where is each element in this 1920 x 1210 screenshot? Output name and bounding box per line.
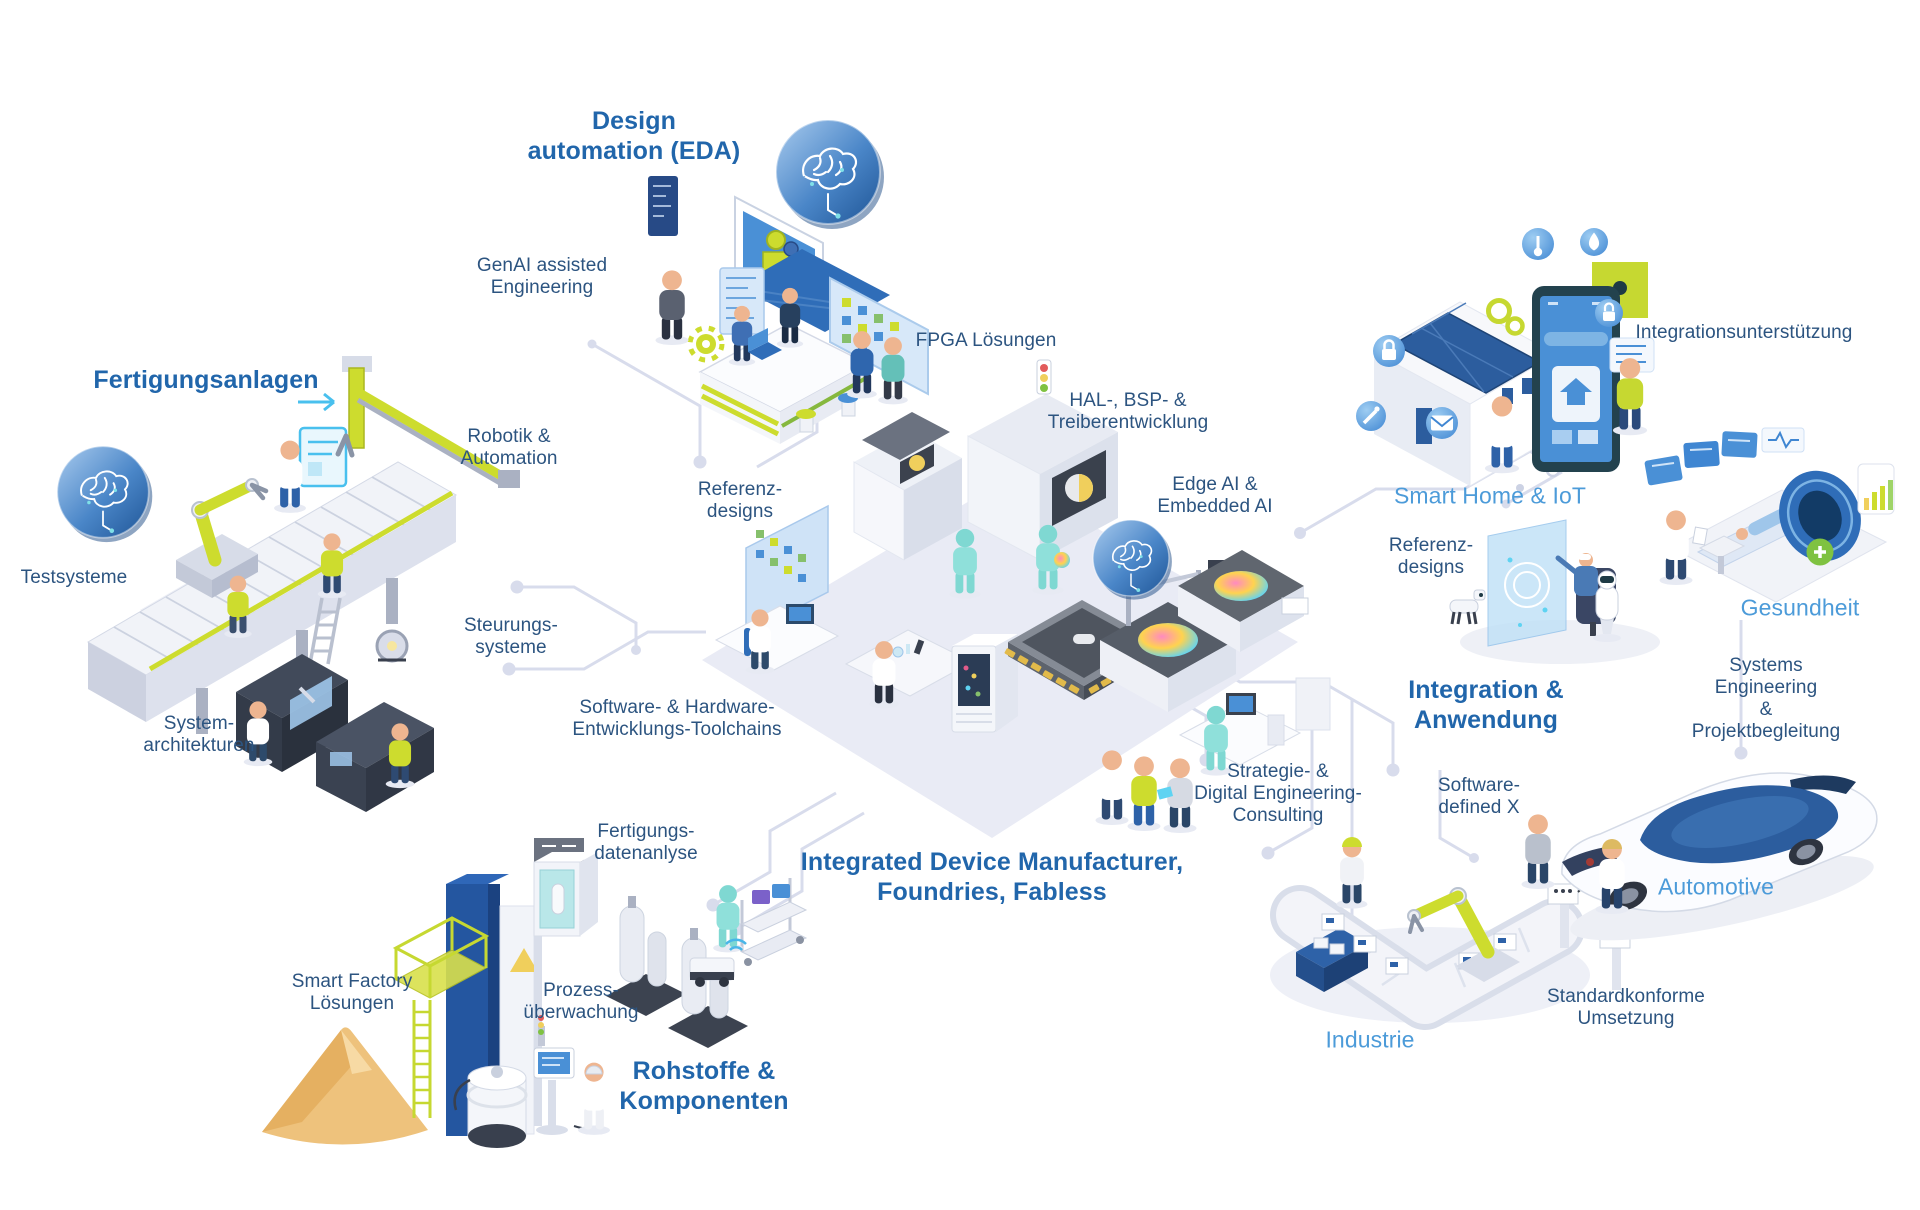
smartphone: [1532, 286, 1620, 472]
vr-reference-illustration: [1449, 519, 1660, 664]
robot-dog: [1449, 589, 1486, 625]
label-strategie-consulting: Strategie- & Digital Engineering- Consul…: [1194, 760, 1362, 827]
label-software-defined-x: Software- defined X: [1437, 774, 1521, 818]
vr-headset-icon: [1578, 554, 1591, 560]
eda-illustration: [648, 118, 929, 444]
gears-icon: [1486, 298, 1512, 324]
label-referenzdesigns-right: Referenz- designs: [1388, 534, 1474, 578]
label-referenzdesigns-left: Referenz- designs: [697, 478, 783, 522]
analysis-cabinet: [533, 838, 598, 937]
integration-title: Integration & Anwendung: [1408, 676, 1564, 734]
label-fertigungsdaten: Fertigungs- datenanlyse: [594, 820, 698, 864]
label-robotik-automation: Robotik & Automation: [460, 425, 558, 469]
health-illustration: [1644, 427, 1895, 603]
rohstoffe-title: Rohstoffe & Komponenten: [619, 1057, 789, 1115]
wafer-cart: [740, 878, 808, 966]
label-industrie: Industrie: [1325, 1026, 1415, 1053]
fab-illustration: [702, 359, 1331, 838]
label-integrationsunterstuetzung: Integrationsunterstützung: [1635, 321, 1853, 343]
iot-icon-bubbles: [1356, 228, 1623, 439]
fertigungsanlagen-title: Fertigungsanlagen: [93, 366, 319, 394]
sand-pile: [262, 1027, 428, 1145]
label-standardkonforme-umsetzung: Standardkonforme Umsetzung: [1547, 985, 1705, 1029]
label-fpga-loesungen: FPGA Lösungen: [915, 329, 1057, 351]
idm-title: Integrated Device Manufacturer, Foundrie…: [800, 848, 1184, 906]
brain-chip-icon: [56, 445, 154, 544]
label-automotive: Automotive: [1657, 873, 1775, 900]
brain-chip-icon: [774, 118, 886, 231]
automotive-illustration: [1521, 772, 1878, 941]
label-prozessueberwachung: Prozess- überwachung: [523, 979, 639, 1023]
wifi-icon: [725, 938, 747, 951]
label-hal-bsp-treiber: HAL-, BSP- & Treiberentwicklung: [1047, 389, 1209, 433]
label-genai-engineering: GenAI assisted Engineering: [476, 254, 608, 298]
fertigungsanlagen-illustration: [56, 356, 520, 812]
humanoid-robot: [1593, 570, 1621, 642]
rohstoffe-illustration: [262, 838, 808, 1148]
label-systemarchitekturen: System- architekturen: [143, 712, 255, 756]
label-smart-home-iot: Smart Home & IoT: [1393, 482, 1587, 509]
label-toolchains: Software- & Hardware- Entwicklungs-Toolc…: [572, 696, 782, 740]
label-gesundheit: Gesundheit: [1740, 594, 1860, 621]
agv-robot: [689, 938, 747, 987]
autonomous-car: [1561, 772, 1878, 913]
label-testsysteme: Testsysteme: [20, 566, 128, 588]
smart-home-illustration: [1356, 228, 1655, 492]
label-smart-factory: Smart Factory Lösungen: [291, 970, 413, 1014]
industrie-illustration: [1270, 837, 1646, 1030]
label-edge-embedded-ai: Edge AI & Embedded AI: [1157, 473, 1273, 517]
label-steuerungssysteme: Steurungs- systeme: [464, 614, 558, 658]
design-automation-title: Design automation (EDA): [527, 107, 741, 165]
label-systems-engineering: Systems Engineering & Projektbegleitung: [1691, 654, 1841, 743]
